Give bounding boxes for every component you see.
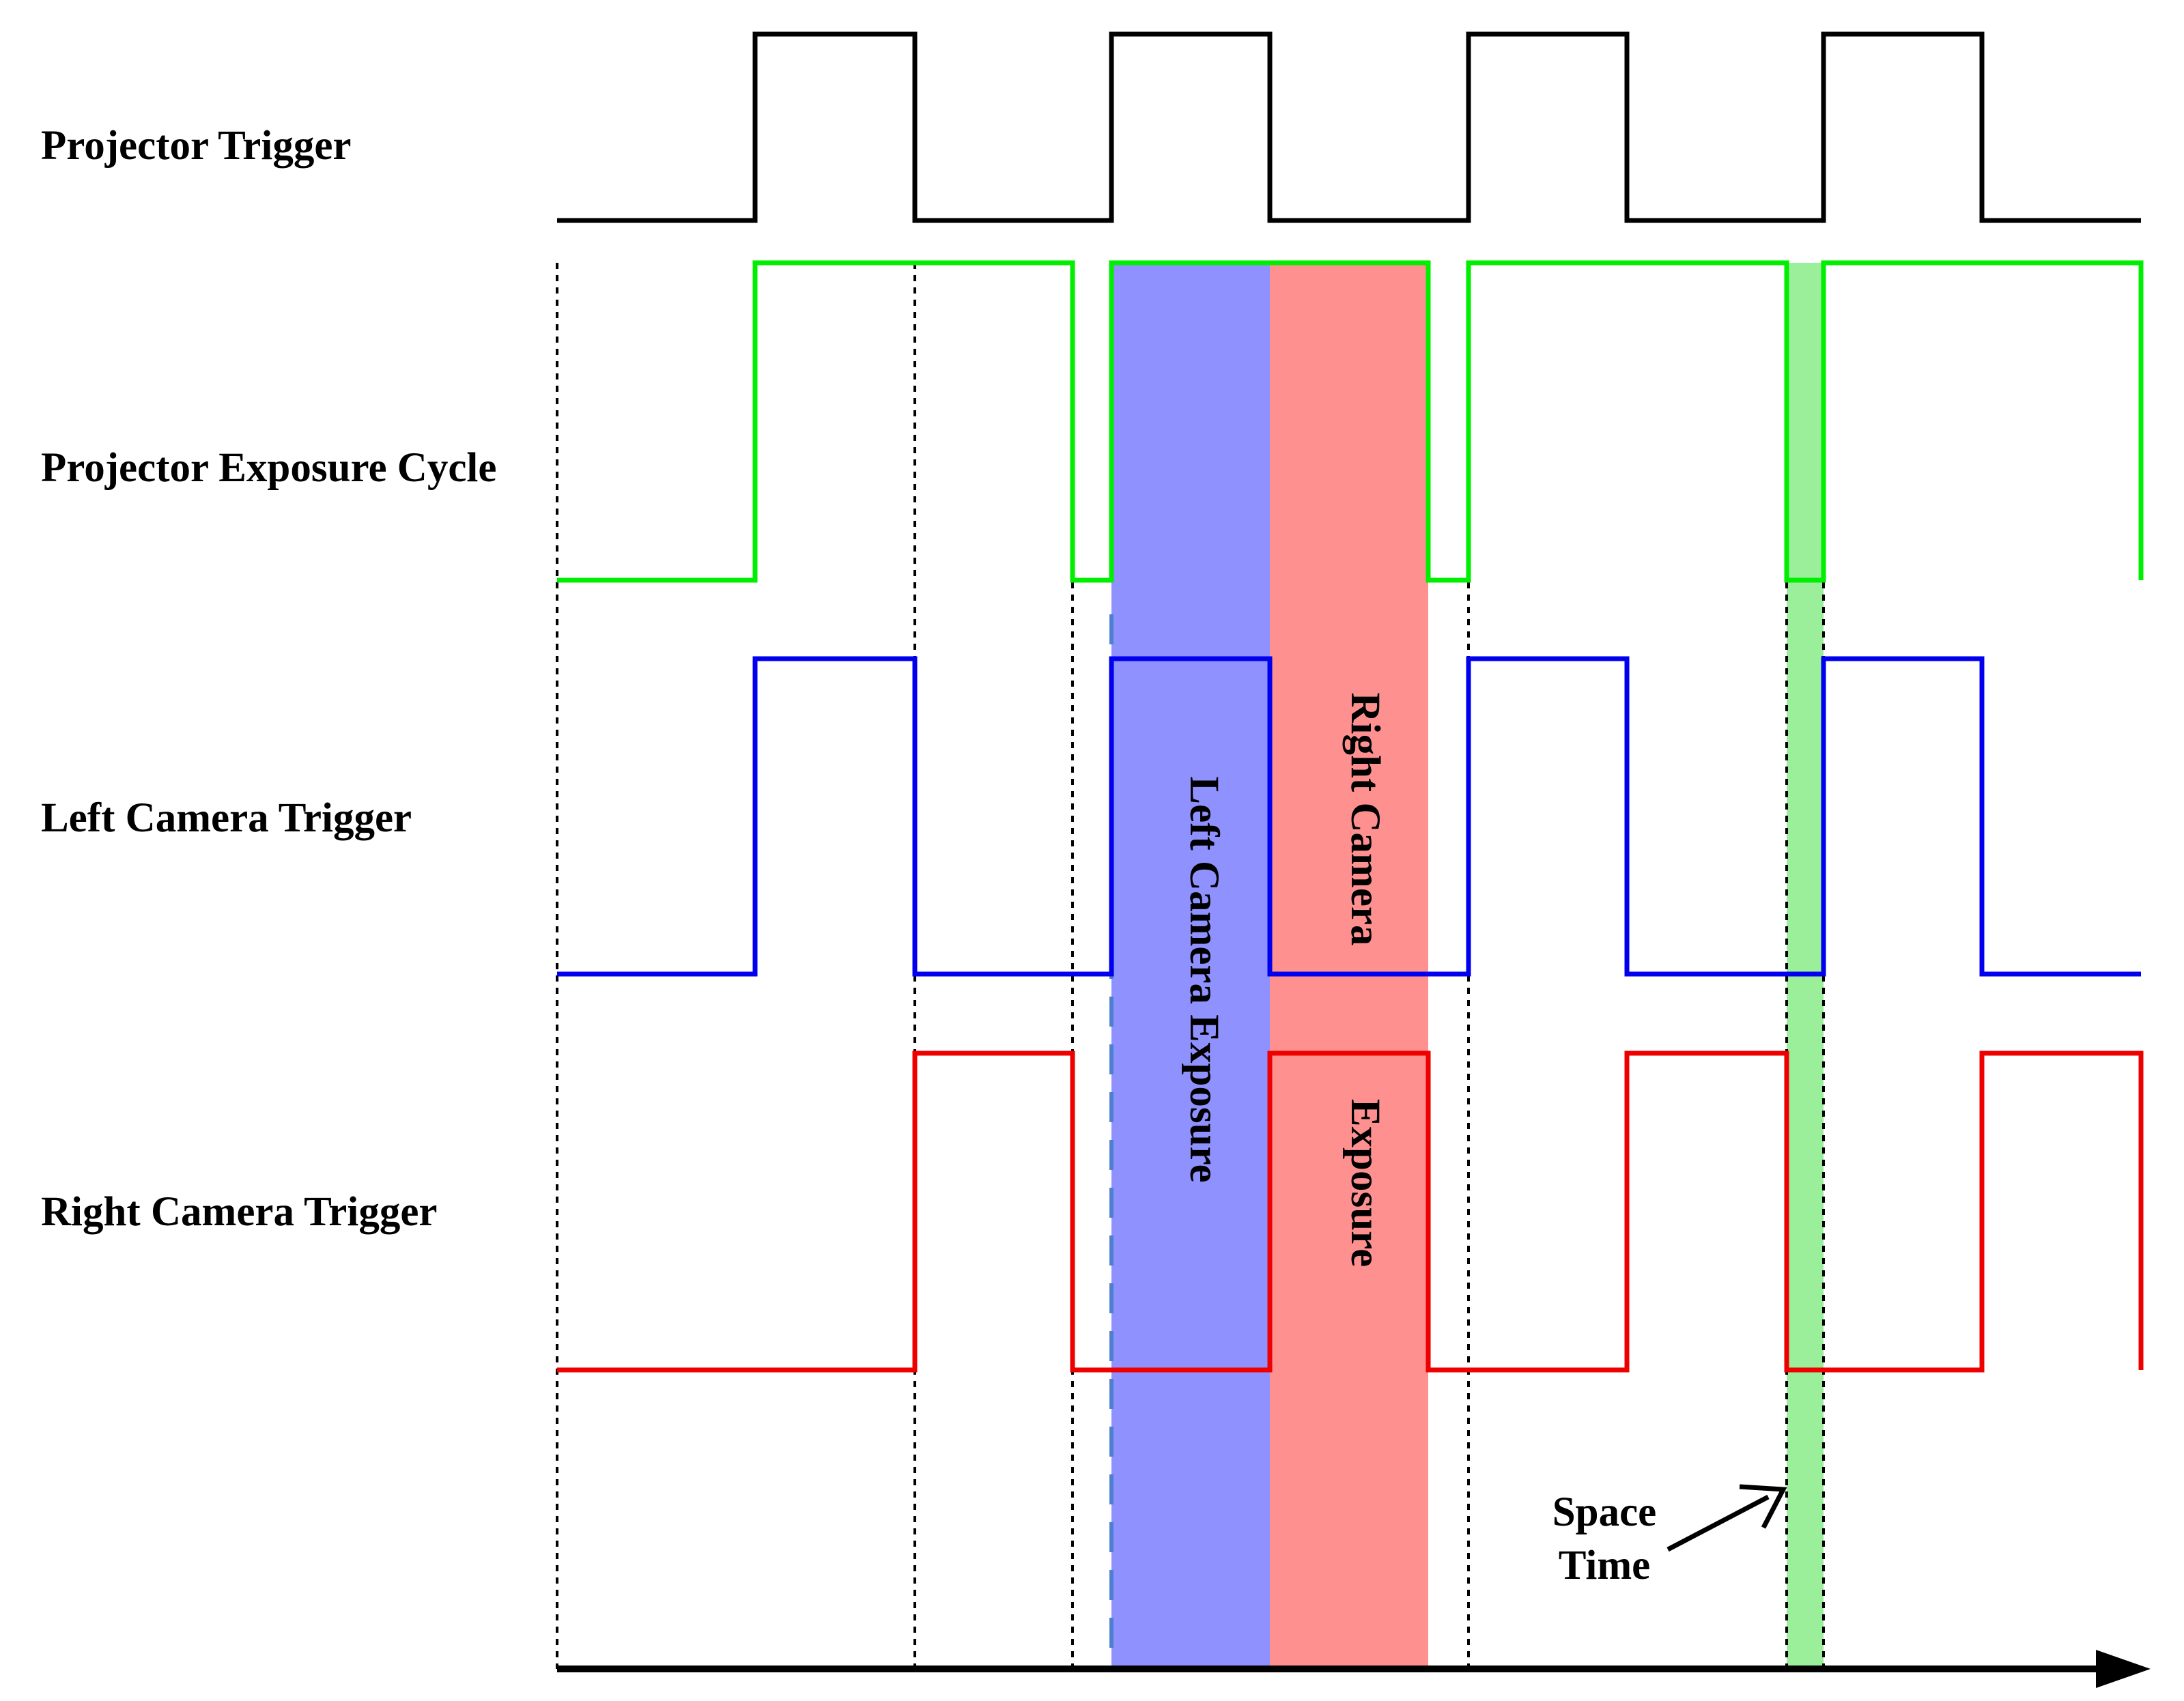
- right-camera-trigger-label: Right Camera Trigger: [41, 1189, 437, 1235]
- left-exposure-region: [1111, 263, 1270, 1669]
- space-time-label-line2: Time: [1559, 1543, 1650, 1588]
- right-exposure-label-line2: Exposure: [1342, 1099, 1388, 1267]
- time-axis-arrowhead: [2096, 1650, 2151, 1688]
- projector-exposure-waveform: [557, 260, 2144, 583]
- left-camera-trigger-label: Left Camera Trigger: [41, 795, 412, 841]
- right-exposure-label-line1: Right Camera: [1342, 692, 1388, 945]
- space-time-arrowhead: [1739, 1484, 1787, 1529]
- projector-trigger-label: Projector Trigger: [41, 123, 351, 169]
- space-time-label-line1: Space: [1552, 1489, 1657, 1535]
- left-exposure-label: Left Camera Exposure: [1181, 776, 1227, 1182]
- projector-exposure-label: Projector Exposure Cycle: [41, 445, 496, 491]
- right-exposure-region: [1270, 263, 1428, 1669]
- space-time-pointer-arrow: [1667, 1494, 1770, 1552]
- left-camera-trigger-waveform: [557, 656, 2141, 977]
- space-time-region: [1787, 263, 1824, 1669]
- projector-trigger-waveform: [557, 31, 2141, 223]
- right-camera-trigger-waveform: [557, 1050, 2144, 1373]
